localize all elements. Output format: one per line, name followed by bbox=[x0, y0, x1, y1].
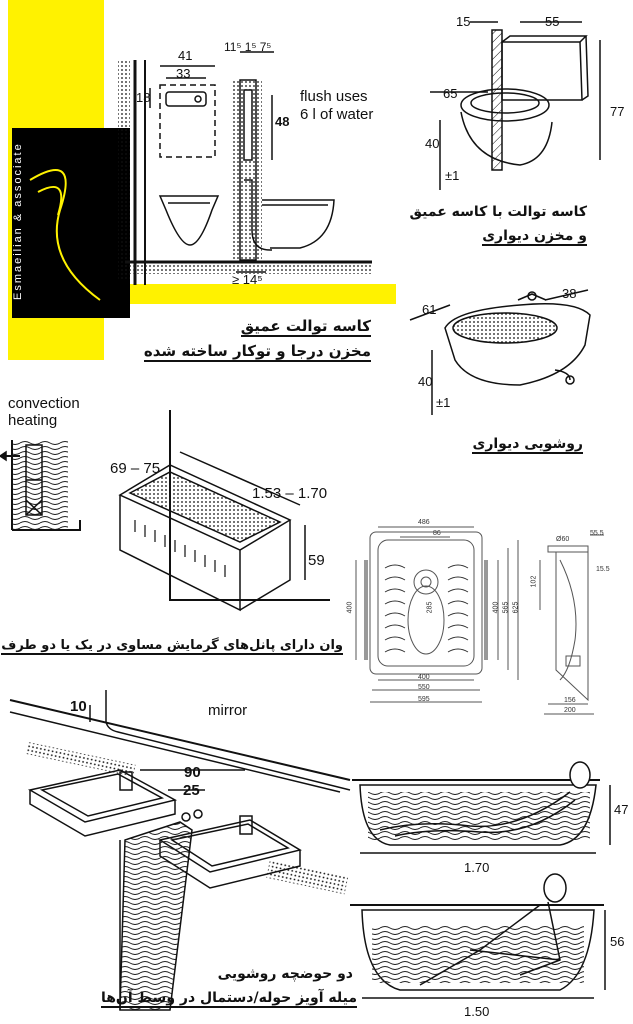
squat-dim-right-0: 400 bbox=[492, 601, 500, 614]
dim-tol-toilet: ±1 bbox=[445, 168, 460, 183]
profile-dim-5: 200 bbox=[564, 707, 576, 714]
bath-lying-length: 1.70 bbox=[464, 860, 490, 875]
dim-40-bidet: 40 bbox=[418, 374, 433, 389]
dim-top: 11⁵ 1⁵ 7⁵ bbox=[224, 40, 272, 54]
squat-dim-bottom-1: 550 bbox=[418, 684, 430, 691]
squat-dim-top-1: 86 bbox=[433, 530, 441, 537]
dim-38: 38 bbox=[562, 286, 577, 301]
profile-dim-0: Ø60 bbox=[556, 536, 570, 543]
dim-tub-length: 1.53 – 1.70 bbox=[252, 485, 328, 502]
squat-toilet-plan bbox=[355, 526, 519, 703]
brand-black-block bbox=[12, 128, 130, 318]
dim-10: 10 bbox=[70, 698, 87, 715]
dim-40-toilet: 40 bbox=[425, 136, 440, 151]
profile-dim-2: 15.5 bbox=[596, 566, 610, 573]
wall-toilet-drawing bbox=[430, 21, 601, 190]
wall-bidet-drawing bbox=[409, 289, 591, 415]
dim-61: 61 bbox=[422, 302, 437, 317]
dim-77: 77 bbox=[610, 104, 625, 119]
builtin-toilet-caption-2: مخزن درجا و توکار ساخته شده bbox=[143, 342, 371, 362]
bath-lying-height: 47 bbox=[614, 802, 629, 817]
dim-55: 55 bbox=[545, 14, 560, 29]
dim-65: 65 bbox=[443, 86, 458, 101]
builtin-toilet-drawing bbox=[118, 51, 372, 285]
flush-note: flush uses 6 l of water bbox=[300, 88, 374, 123]
bath-lying-drawing bbox=[352, 761, 611, 854]
double-basin-drawing bbox=[9, 690, 351, 1011]
squat-dim-right-2: 625 bbox=[512, 601, 520, 614]
squat-dim-left-0: 400 bbox=[346, 601, 354, 614]
bathtub-caption: وان دارای پانل‌های گرمایش مساوی در یک یا… bbox=[1, 638, 343, 655]
squat-toilet-profile bbox=[539, 534, 604, 715]
dim-90: 90 bbox=[184, 764, 201, 781]
builtin-toilet-caption-1: کاسه توالت عمیق bbox=[240, 317, 371, 337]
brand-swoosh bbox=[29, 169, 101, 301]
dim-33: 33 bbox=[176, 66, 191, 81]
double-basin-caption-2: میله آویز حوله/دستمال در وسط آن‌ها bbox=[100, 990, 357, 1008]
squat-dim-bottom-0: 400 bbox=[418, 674, 430, 681]
squat-dim-bottom-2: 595 bbox=[418, 696, 430, 703]
dim-tub-height: 59 bbox=[308, 552, 325, 569]
squat-dim-right-1: 565 bbox=[502, 601, 510, 614]
profile-dim-3: 102 bbox=[530, 575, 538, 588]
dim-25: 25 bbox=[183, 782, 200, 799]
squat-dim-top-0: 486 bbox=[418, 519, 430, 526]
dim-tub-width: 69 – 75 bbox=[110, 460, 161, 477]
wall-toilet-caption-1: کاسه توالت با کاسه عمیق bbox=[409, 204, 587, 220]
dim-floor: ≥ 14⁵ bbox=[232, 272, 263, 287]
dim-48: 48 bbox=[275, 114, 290, 129]
bath-sitting-length: 1.50 bbox=[464, 1004, 490, 1019]
dim-tol-bidet: ±1 bbox=[436, 395, 451, 410]
bath-sitting-height: 56 bbox=[610, 934, 625, 949]
profile-dim-1: 55.5 bbox=[590, 530, 604, 537]
wall-toilet-caption-2: و مخزن دیواری bbox=[482, 228, 587, 246]
dim-18: 18 bbox=[136, 90, 151, 105]
brand-yellow-band bbox=[104, 284, 396, 304]
mirror-label: mirror bbox=[208, 702, 248, 719]
dim-41: 41 bbox=[178, 48, 193, 63]
bathtub-drawing bbox=[118, 410, 330, 612]
bath-sitting-drawing bbox=[350, 873, 606, 999]
profile-dim-4: 156 bbox=[564, 697, 576, 704]
double-basin-caption-1: دو حوضچه روشویی bbox=[217, 966, 353, 982]
wall-bidet-caption: روشویی دیواری bbox=[472, 436, 583, 454]
squat-dim-mid-0: 285 bbox=[426, 601, 434, 614]
convection-heating-label: convection heating bbox=[8, 395, 80, 429]
convection-heater-drawing bbox=[0, 440, 81, 531]
dim-15: 15 bbox=[456, 14, 471, 29]
